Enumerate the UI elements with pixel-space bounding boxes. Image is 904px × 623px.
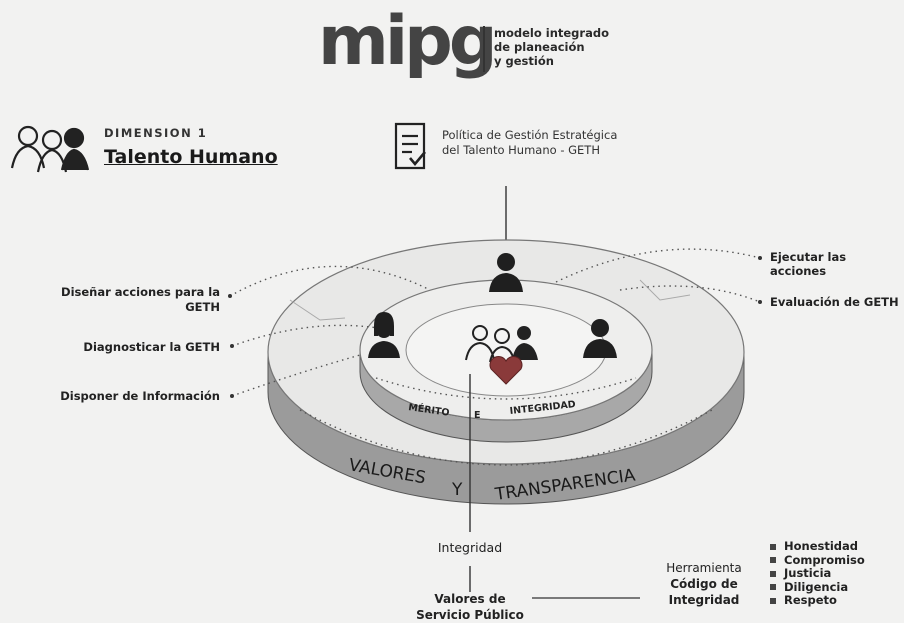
dimension-title: Talento Humano: [104, 146, 278, 168]
integrity-code-tool: Herramienta Código de Integridad: [654, 560, 754, 608]
list-item-label: Honestidad: [784, 539, 859, 553]
logo-tagline-line: de planeación: [494, 40, 585, 54]
public-service-values-line: Valores de: [434, 592, 506, 606]
bullet-square-icon: [770, 597, 776, 604]
ring-label-merito: MÉRITO: [408, 401, 451, 419]
public-service-values-line: Servicio Público: [416, 608, 524, 622]
action-provide: Disponer de Información: [60, 389, 220, 403]
list-item-label: Justicia: [784, 566, 832, 580]
action-design: Diseñar acciones para la GETH: [52, 285, 220, 315]
people-group-icon: [10, 125, 90, 173]
action-design-line: GETH: [185, 300, 220, 314]
dimension-label: DIMENSION 1: [104, 126, 208, 140]
person-top-icon: [489, 253, 523, 292]
bullet-square-icon: [770, 584, 776, 590]
policy-line: del Talento Humano - GETH: [442, 143, 600, 157]
list-item: Compromiso: [770, 552, 865, 568]
list-item: Honestidad: [770, 539, 865, 554]
action-execute: Ejecutar las acciones: [770, 250, 847, 278]
action-design-line: Diseñar acciones para la: [61, 285, 220, 299]
mipg-logo: mipg: [318, 2, 498, 81]
public-service-values: Valores de Servicio Público: [400, 591, 540, 623]
ring-label-e: E: [474, 410, 481, 421]
logo-tagline: modelo integrado de planeación y gestión: [494, 26, 609, 68]
list-item: Justicia: [770, 566, 865, 581]
bullet-square-icon: [770, 543, 776, 550]
logo-tagline-line: modelo integrado: [494, 26, 609, 40]
list-item-label: Diligencia: [784, 579, 849, 594]
list-item: Respeto: [770, 593, 865, 608]
bullet-square-icon: [770, 570, 776, 577]
action-evaluate: Evaluación de GETH: [770, 295, 899, 309]
values-list: Honestidad Compromiso Justicia Diligenci…: [770, 539, 865, 608]
bullet-square-icon: [770, 557, 776, 563]
action-arcs: [229, 248, 761, 466]
list-item: Diligencia: [770, 579, 865, 595]
tool-name-line: Código de: [670, 577, 738, 591]
logo-tagline-line: y gestión: [494, 54, 554, 68]
integrity-label: Integridad: [437, 540, 503, 555]
policy-document-icon: [394, 122, 426, 170]
inner-ring-labels: MÉRITO E INTEGRIDAD: [408, 399, 577, 421]
tool-name-line: Integridad: [668, 593, 740, 607]
inner-ring: [359, 279, 653, 443]
ring-label-y: Y: [451, 480, 463, 500]
person-left-icon: [368, 312, 400, 358]
policy-line: Política de Gestión Estratégica: [442, 128, 618, 142]
logo-divider: [483, 26, 485, 72]
tool-label: Herramienta: [666, 561, 742, 575]
team-heart-icon: [465, 325, 538, 385]
policy-title: Política de Gestión Estratégica del Tale…: [442, 128, 617, 158]
list-item-label: Compromiso: [784, 552, 865, 567]
action-diagnose: Diagnosticar la GETH: [83, 340, 220, 354]
label-dots: [228, 256, 762, 398]
list-item-label: Respeto: [784, 593, 837, 607]
person-right-icon: [583, 319, 617, 358]
